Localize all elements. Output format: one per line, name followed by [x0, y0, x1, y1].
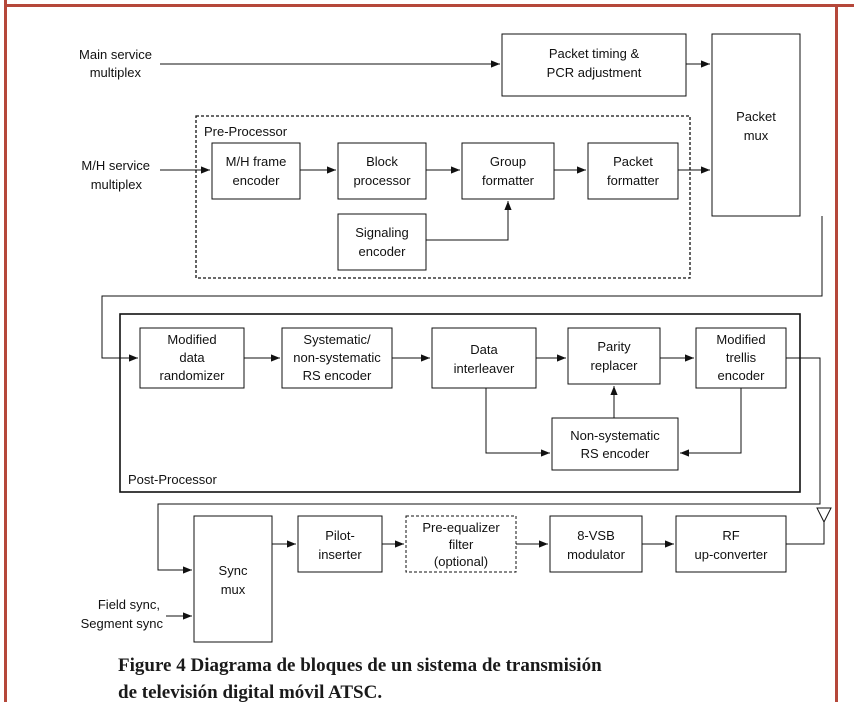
- svg-text:interleaver: interleaver: [454, 361, 515, 376]
- svg-text:Group: Group: [490, 154, 526, 169]
- svg-text:Data: Data: [470, 342, 498, 357]
- svg-text:Main service: Main service: [79, 47, 152, 62]
- svg-text:M/H service: M/H service: [81, 158, 150, 173]
- frame-border-left: [4, 0, 7, 702]
- modified-data-randomizer-block: Modified data randomizer: [139, 327, 245, 389]
- svg-text:Pilot-: Pilot-: [325, 528, 355, 543]
- antenna-icon: [816, 507, 832, 526]
- systematic-rs-encoder-block: Systematic/ non-systematic RS encoder: [281, 327, 393, 389]
- caption-line-1: Figure 4 Diagrama de bloques de un siste…: [118, 655, 602, 676]
- svg-text:Segment sync: Segment sync: [81, 616, 164, 631]
- packet-timing-block: Packet timing & PCR adjustment: [501, 33, 687, 97]
- svg-text:randomizer: randomizer: [159, 368, 225, 383]
- svg-text:Packet timing &: Packet timing &: [549, 46, 640, 61]
- non-systematic-rs-encoder-block: Non-systematic RS encoder: [551, 417, 679, 471]
- svg-text:Systematic/: Systematic/: [303, 332, 371, 347]
- svg-text:filter: filter: [449, 537, 474, 552]
- svg-text:mux: mux: [744, 128, 769, 143]
- data-interleaver-block: Data interleaver: [431, 327, 537, 389]
- svg-text:replacer: replacer: [591, 358, 639, 373]
- svg-text:formatter: formatter: [482, 173, 535, 188]
- svg-text:trellis: trellis: [726, 350, 757, 365]
- packet-formatter-block: Packet formatter: [587, 142, 679, 200]
- rf-upconverter-block: RF up-converter: [675, 515, 787, 573]
- svg-text:formatter: formatter: [607, 173, 660, 188]
- sync-mux-block: Sync mux: [193, 515, 273, 643]
- svg-text:RS encoder: RS encoder: [303, 368, 372, 383]
- pilot-inserter-block: Pilot- inserter: [297, 515, 383, 573]
- modified-trellis-encoder-block: Modified trellis encoder: [695, 327, 787, 389]
- svg-text:non-systematic: non-systematic: [293, 350, 381, 365]
- svg-text:Packet: Packet: [613, 154, 653, 169]
- svg-text:Field sync,: Field sync,: [98, 597, 160, 612]
- svg-text:modulator: modulator: [567, 547, 625, 562]
- figure-caption: Figure 4 Diagrama de bloques de un siste…: [118, 652, 818, 706]
- svg-text:encoder: encoder: [718, 368, 766, 383]
- svg-text:encoder: encoder: [359, 244, 407, 259]
- svg-text:Parity: Parity: [597, 339, 631, 354]
- svg-text:Non-systematic: Non-systematic: [570, 428, 660, 443]
- frame-border-right: [835, 4, 838, 702]
- svg-text:(optional): (optional): [434, 554, 488, 569]
- block-processor-block: Block processor: [337, 142, 427, 200]
- connection-lines: [101, 60, 825, 620]
- pre-processor-group: [195, 115, 691, 279]
- svg-text:Block: Block: [366, 154, 398, 169]
- svg-text:Modified: Modified: [167, 332, 216, 347]
- svg-text:up-converter: up-converter: [695, 547, 769, 562]
- group-formatter-block: Group formatter: [461, 142, 555, 200]
- svg-text:multiplex: multiplex: [91, 177, 143, 192]
- caption-line-2: de televisión digital móvil ATSC.: [118, 682, 383, 703]
- svg-text:processor: processor: [353, 173, 411, 188]
- pre-processor-label: Pre-Processor: [204, 124, 288, 139]
- svg-text:RF: RF: [722, 528, 739, 543]
- svg-text:RS encoder: RS encoder: [581, 446, 650, 461]
- mh-service-input-label: M/H service multiplex: [81, 158, 150, 192]
- post-processor-group: [119, 313, 801, 493]
- svg-text:Packet: Packet: [736, 109, 776, 124]
- svg-text:Sync: Sync: [219, 563, 248, 578]
- post-processor-label: Post-Processor: [128, 472, 218, 487]
- parity-replacer-block: Parity replacer: [567, 327, 661, 385]
- pre-equalizer-filter-block: Pre-equalizer filter (optional): [405, 515, 517, 573]
- mh-frame-encoder-block: M/H frame encoder: [211, 142, 301, 200]
- svg-text:Signaling: Signaling: [355, 225, 409, 240]
- frame-border-top: [4, 4, 854, 7]
- block-diagram: Pre-Processor Post-Processor Packet timi…: [79, 33, 832, 643]
- svg-text:Pre-equalizer: Pre-equalizer: [422, 520, 500, 535]
- svg-text:data: data: [179, 350, 205, 365]
- packet-mux-block: Packet mux: [711, 33, 801, 217]
- svg-text:8-VSB: 8-VSB: [577, 528, 615, 543]
- main-service-input-label: Main service multiplex: [79, 47, 152, 80]
- svg-text:multiplex: multiplex: [90, 65, 142, 80]
- svg-text:M/H frame: M/H frame: [226, 154, 287, 169]
- signaling-encoder-block: Signaling encoder: [337, 213, 427, 271]
- svg-text:inserter: inserter: [318, 547, 362, 562]
- svg-text:encoder: encoder: [233, 173, 281, 188]
- vsb-modulator-block: 8-VSB modulator: [549, 515, 643, 573]
- svg-text:Modified: Modified: [716, 332, 765, 347]
- svg-text:PCR adjustment: PCR adjustment: [547, 65, 642, 80]
- field-sync-input-label: Field sync, Segment sync: [81, 597, 164, 631]
- svg-text:mux: mux: [221, 582, 246, 597]
